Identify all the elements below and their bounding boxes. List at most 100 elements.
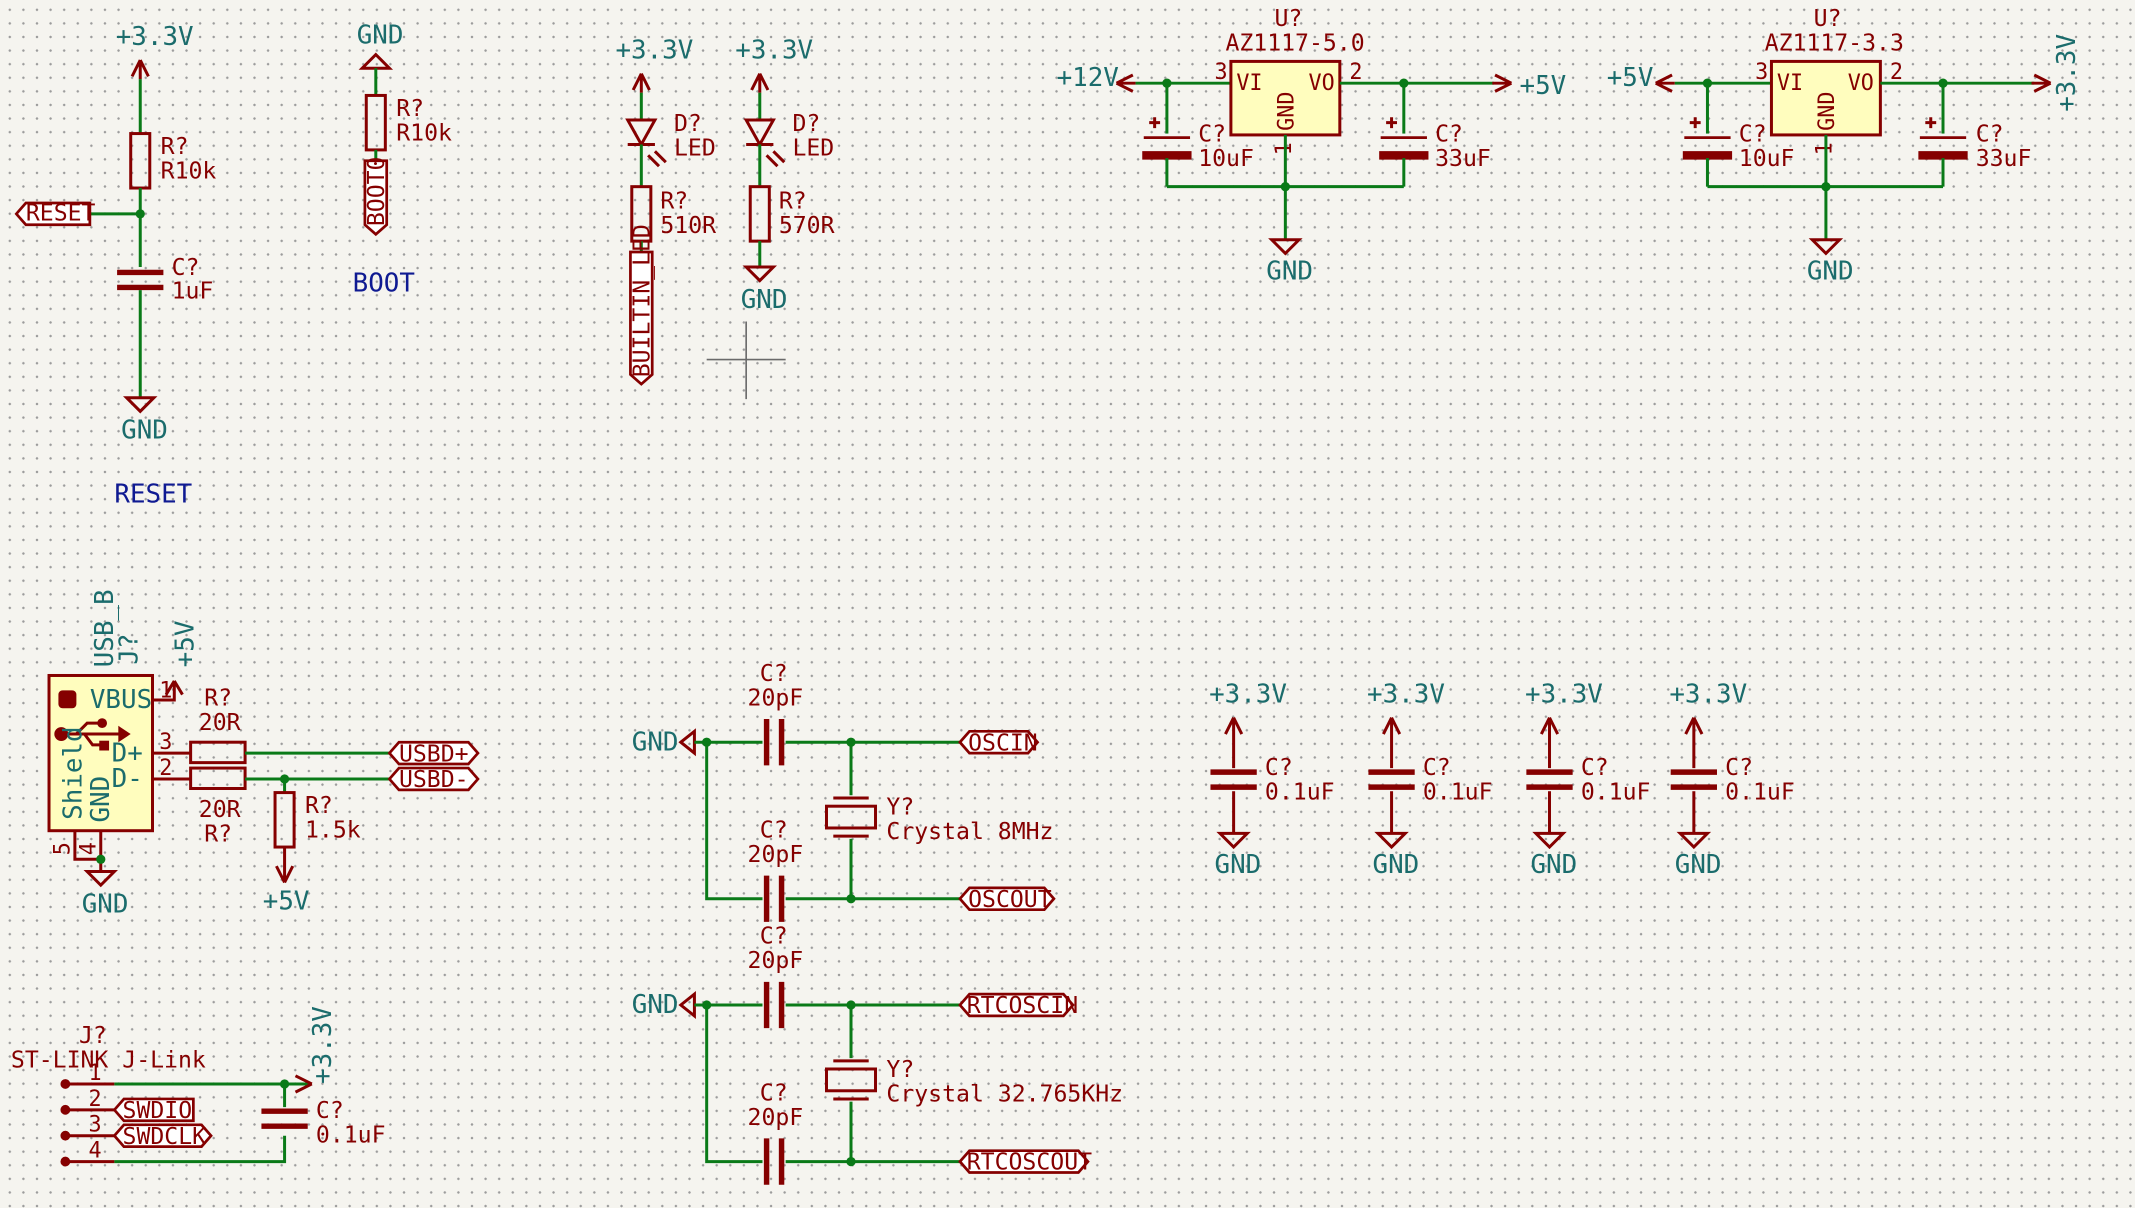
resistor-reset-pullup: [129, 132, 152, 190]
svg-text:20pF: 20pF: [748, 685, 804, 711]
diode-value: LED: [674, 135, 716, 161]
svg-text:C?: C?: [760, 661, 788, 687]
net-label-reset[interactable]: RESET: [14, 201, 96, 227]
ground-symbol: [123, 396, 158, 414]
svg-text:0.1uF: 0.1uF: [316, 1123, 386, 1149]
boot-circuit: GND R? R10k BOOT0 BOOT: [353, 21, 452, 299]
connector-pins: [60, 1079, 115, 1167]
connector-ref: J?: [115, 633, 145, 664]
resistor-led2: [748, 185, 771, 243]
junction: [846, 737, 856, 747]
usb-circuit: USB_B J? VBUS D+ D- Shield GND 1 +5V 3 2…: [47, 589, 480, 919]
svg-text:VI: VI: [1777, 71, 1803, 96]
junction: [702, 737, 712, 747]
svg-text:2: 2: [1349, 60, 1362, 85]
capacitor-ref: C?: [172, 255, 200, 281]
diode-value: LED: [792, 135, 834, 161]
svg-text:C?: C?: [1265, 755, 1293, 781]
pin-name: D+: [112, 738, 143, 768]
junction: [96, 854, 106, 864]
svg-text:RTCOSCOUT: RTCOSCOUT: [967, 1150, 1092, 1176]
power-label: +3.3V: [116, 22, 194, 52]
resistor-dplus: [189, 740, 247, 765]
resistor-dminus: [189, 766, 247, 790]
power-label: +12V: [1057, 63, 1119, 93]
regulator-33v-circuit: +5V U? AZ1117-3.3 3 2 VI VO GND 1 +3.3V …: [1607, 6, 2082, 286]
svg-text:33uF: 33uF: [1435, 146, 1491, 172]
power-label: +3.3V: [735, 36, 813, 66]
net-label-rtcoscin[interactable]: RTCOSCIN: [958, 992, 1078, 1019]
svg-text:RTCOSCIN: RTCOSCIN: [967, 993, 1078, 1019]
reset-circuit: +3.3V R? R10k RESET C? 1uF GND RESET: [14, 22, 216, 510]
junction: [1280, 182, 1290, 192]
net-label-builtin-led[interactable]: BUILTIN_LED: [629, 224, 655, 386]
svg-text:2: 2: [1890, 60, 1903, 85]
svg-text:USBD+: USBD+: [399, 741, 469, 767]
svg-text:0.1uF: 0.1uF: [1265, 779, 1335, 805]
svg-text:5: 5: [50, 842, 75, 855]
crystal-32khz-circuit: GND C? 20pF C? 20pF Y? Crystal 32.765KHz…: [632, 924, 1123, 1185]
svg-text:GND: GND: [82, 889, 129, 919]
svg-text:GND: GND: [1266, 256, 1313, 286]
svg-text:3: 3: [89, 1113, 102, 1138]
resistor-ref: R?: [660, 188, 688, 214]
regulator-5v-circuit: +12V U? AZ1117-5.0 3 2 VI VO GND 1 +5V C…: [1057, 6, 1567, 286]
pin-name: D-: [112, 764, 143, 794]
net-label-usbd-plus[interactable]: USBD+: [387, 740, 480, 767]
connector-value: ST-LINK J-Link: [11, 1048, 206, 1074]
net-label-oscin[interactable]: OSCIN: [958, 729, 1040, 756]
resistor-ref: R?: [396, 96, 424, 122]
net-label-swdio[interactable]: SWDIO: [112, 1097, 195, 1124]
crystal-8mhz: [824, 742, 878, 899]
svg-text:20pF: 20pF: [748, 1105, 804, 1131]
power-33v-reset: +3.3V: [116, 22, 194, 80]
regulator-5v-body: [1229, 59, 1342, 137]
svg-text:0.1uF: 0.1uF: [1581, 779, 1651, 805]
net-label-oscout[interactable]: OSCOUT: [958, 886, 1056, 913]
svg-text:GND: GND: [632, 727, 679, 757]
svg-text:2: 2: [159, 756, 172, 781]
svg-text:C?: C?: [760, 818, 788, 844]
svg-text:C?: C?: [1581, 755, 1609, 781]
svg-text:33uF: 33uF: [1976, 146, 2032, 172]
svg-text:GND: GND: [1815, 92, 1840, 131]
svg-text:BUILTIN_LED: BUILTIN_LED: [629, 224, 655, 377]
svg-text:0.1uF: 0.1uF: [1725, 779, 1795, 805]
net-label-swdclk[interactable]: SWDCLK: [112, 1123, 213, 1150]
svg-text:Y?: Y?: [886, 794, 914, 820]
svg-text:20R: 20R: [199, 797, 241, 823]
svg-text:1: 1: [159, 678, 172, 703]
resistor-value: 570R: [779, 213, 835, 239]
svg-text:OSCOUT: OSCOUT: [968, 887, 1052, 913]
net-label-rtcoscout[interactable]: RTCOSCOUT: [958, 1149, 1092, 1176]
net-label-usbd-minus[interactable]: USBD-: [387, 766, 480, 793]
ground-symbol-inverted: [358, 52, 394, 70]
power-label: +5V: [1520, 71, 1567, 101]
crystal-32khz: [824, 1004, 878, 1162]
led-power-circuit: +3.3V D? LED R? 570R GND: [735, 36, 834, 315]
power-label: +3.3V: [615, 36, 693, 66]
ground-label: GND: [357, 21, 404, 51]
net-label-boot0[interactable]: BOOT0: [363, 157, 390, 237]
svg-text:+3.3V: +3.3V: [308, 1006, 338, 1084]
led-builtin-circuit: +3.3V D? LED R? 510R BUILTIN_LED: [615, 36, 716, 386]
svg-text:10uF: 10uF: [1739, 146, 1795, 172]
stlink-connector-circuit: J? ST-LINK J-Link 1 2 3 4 +3.3V C? 0.1uF…: [11, 1006, 386, 1167]
svg-text:RESET: RESET: [26, 201, 96, 227]
svg-text:GND: GND: [1675, 850, 1722, 880]
svg-text:BOOT0: BOOT0: [364, 157, 390, 227]
resistor-boot-pulldown: [364, 93, 387, 152]
svg-text:C?: C?: [760, 1080, 788, 1106]
pin-name: VI: [1236, 71, 1262, 96]
ground-symbol: [1808, 238, 1844, 256]
decoupling-cap-2: +3.3V C? 0.1uF GND: [1367, 680, 1492, 880]
ground-symbol-left: [678, 728, 696, 757]
svg-text:GND: GND: [1807, 256, 1854, 286]
regulator-value: AZ1117-5.0: [1225, 31, 1364, 57]
svg-text:3: 3: [159, 730, 172, 755]
svg-text:VO: VO: [1848, 71, 1874, 96]
decoupling-cap-4: +3.3V C? 0.1uF GND: [1669, 680, 1794, 880]
pin-name: Shield: [59, 726, 89, 819]
resistor-usb-pullup: [273, 791, 296, 849]
pin-name: VO: [1309, 71, 1335, 96]
